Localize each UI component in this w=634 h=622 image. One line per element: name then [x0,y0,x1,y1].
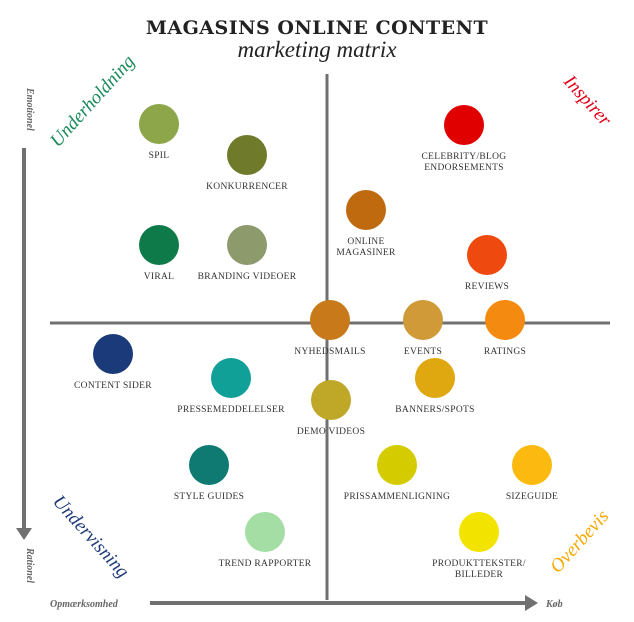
item-label-branding-videoer: BRANDING VIDEOER [198,272,297,282]
item-label-trend-rapporter: TREND RAPPORTER [219,559,312,569]
item-circle-online-magasiner [346,190,386,230]
quadrant-label-overbevis: Overbevis [546,506,613,577]
matrix-item-events: EVENTS [403,300,443,357]
item-label-online-magasiner: ONLINE [347,237,384,247]
matrix-item-demo-videos: DEMO VIDEOS [297,380,365,437]
item-circle-branding-videoer [227,225,267,265]
quadrant-label-undervisning: Undervisning [48,491,133,582]
matrix-item-prissammenligning: PRISSAMMENLIGNING [344,445,450,502]
diagram-title: MAGASINS ONLINE CONTENT [146,17,488,39]
item-label-sizeguide: SIZEGUIDE [506,492,558,502]
item-label-celebrity: ENDORSEMENTS [424,163,504,173]
item-label-produkttekster: PRODUKTTEKSTER/ [432,559,526,569]
items-layer: SPIL KONKURRENCER VIRAL BRANDING VIDEOER CEL… [74,104,558,580]
item-circle-style-guides [189,445,229,485]
item-label-prissammenligning: PRISSAMMENLIGNING [344,492,450,502]
item-label-events: EVENTS [404,347,442,357]
item-circle-trend-rapporter [245,512,285,552]
item-circle-viral [139,225,179,265]
item-circle-sizeguide [512,445,552,485]
item-label-viral: VIRAL [144,272,175,282]
axis-label-koeb: Køb [545,599,563,610]
matrix-item-style-guides: STYLE GUIDES [174,445,244,502]
matrix-item-produkttekster: PRODUKTTEKSTER/BILLEDER [432,512,526,580]
item-label-nyhedsmails: NYHEDSMAILS [294,347,365,357]
axis-label-emotionel: Emotionel [24,87,35,131]
matrix-item-banners-spots: BANNERS/SPOTS [395,358,474,415]
item-label-content-sider: CONTENT SIDER [74,381,152,391]
item-label-reviews: REVIEWS [465,282,509,292]
item-label-produkttekster: BILLEDER [455,570,504,580]
item-circle-konkurrencer [227,135,267,175]
item-label-demo-videos: DEMO VIDEOS [297,427,365,437]
item-circle-celebrity [444,105,484,145]
item-label-pressemeddelelser: PRESSEMEDDELELSER [177,405,285,415]
matrix-item-ratings: RATINGS [484,300,526,357]
item-label-ratings: RATINGS [484,347,526,357]
item-circle-produkttekster [459,512,499,552]
item-circle-content-sider [93,334,133,374]
item-circle-reviews [467,235,507,275]
item-label-banners-spots: BANNERS/SPOTS [395,405,474,415]
item-circle-nyhedsmails [310,300,350,340]
item-label-online-magasiner: MAGASINER [336,248,396,258]
item-label-style-guides: STYLE GUIDES [174,492,244,502]
vertical-axis-arrowhead [16,528,32,540]
matrix-item-trend-rapporter: TREND RAPPORTER [219,512,312,569]
quadrant-label-underholdning: Underholdning [46,51,139,151]
item-label-celebrity: CELEBRITY/BLOG [422,152,507,162]
quadrant-label-inspirer: Inspirer [559,71,616,131]
item-label-spil: SPIL [149,151,170,161]
item-circle-pressemeddelelser [211,358,251,398]
matrix-item-reviews: REVIEWS [465,235,509,292]
matrix-item-pressemeddelelser: PRESSEMEDDELELSER [177,358,285,415]
item-circle-prissammenligning [377,445,417,485]
item-circle-events [403,300,443,340]
diagram-subtitle: marketing matrix [237,37,397,62]
matrix-item-spil: SPIL [139,104,179,161]
item-circle-ratings [485,300,525,340]
axis-label-opmaerksomhed: Opmærksomhed [50,599,119,610]
item-circle-spil [139,104,179,144]
matrix-item-nyhedsmails: NYHEDSMAILS [294,300,365,357]
axis-label-rationel: Rationel [24,547,35,583]
matrix-item-content-sider: CONTENT SIDER [74,334,152,391]
item-circle-banners-spots [415,358,455,398]
item-label-konkurrencer: KONKURRENCER [206,182,288,192]
item-circle-demo-videos [311,380,351,420]
matrix-item-sizeguide: SIZEGUIDE [506,445,558,502]
matrix-item-viral: VIRAL [139,225,179,282]
matrix-item-konkurrencer: KONKURRENCER [206,135,288,192]
horizontal-axis-arrowhead [525,595,538,611]
matrix-item-branding-videoer: BRANDING VIDEOER [198,225,297,282]
